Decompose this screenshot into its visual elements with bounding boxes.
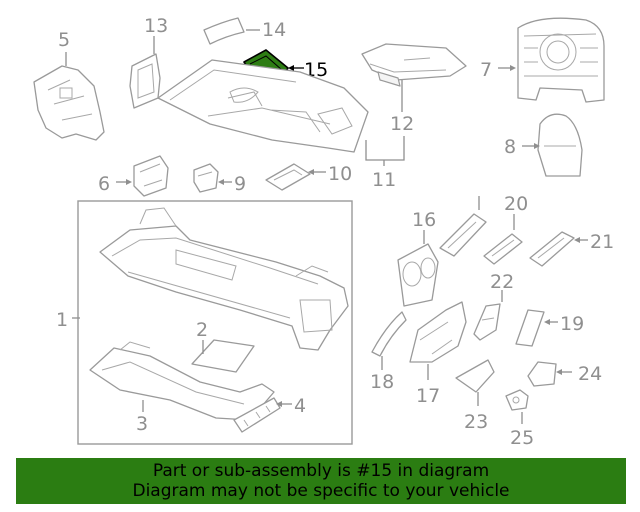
banner-line-2: Diagram may not be specific to your vehi… xyxy=(132,481,510,501)
part-6[interactable] xyxy=(133,155,169,197)
part-5[interactable] xyxy=(33,65,105,141)
part-9[interactable] xyxy=(193,163,219,193)
leader-11 xyxy=(365,136,405,161)
part-13[interactable] xyxy=(129,53,161,109)
callout-13: 13 xyxy=(144,15,168,37)
notice-banner: Part or sub-assembly is #15 in diagram D… xyxy=(16,458,626,504)
part-10[interactable] xyxy=(265,163,311,191)
callout-4: 4 xyxy=(294,395,306,417)
part-3[interactable] xyxy=(89,341,275,421)
callout-24: 24 xyxy=(578,363,602,385)
part-4[interactable] xyxy=(233,397,281,433)
callout-2: 2 xyxy=(196,319,208,341)
part-26[interactable] xyxy=(439,213,487,257)
callout-16: 16 xyxy=(412,209,436,231)
callout-3: 3 xyxy=(136,413,148,435)
arrow-10 xyxy=(308,169,314,175)
part-12[interactable] xyxy=(361,43,467,87)
callout-6: 6 xyxy=(98,173,110,195)
part-24[interactable] xyxy=(527,361,557,387)
part-14[interactable] xyxy=(203,17,245,45)
arrow-15 xyxy=(288,65,294,71)
callout-14: 14 xyxy=(262,19,286,41)
arrow-4 xyxy=(276,401,282,407)
callout-7: 7 xyxy=(480,59,492,81)
callout-5: 5 xyxy=(58,29,70,51)
part-25[interactable] xyxy=(505,389,529,411)
part-21[interactable] xyxy=(529,231,575,267)
banner-line-1: Part or sub-assembly is #15 in diagram xyxy=(152,461,490,481)
part-19[interactable] xyxy=(515,309,545,347)
arrow-6 xyxy=(126,179,132,185)
callout-18: 18 xyxy=(370,371,394,393)
callout-12: 12 xyxy=(390,113,414,135)
part-16[interactable] xyxy=(397,243,439,307)
part-18[interactable] xyxy=(371,311,407,357)
callout-21: 21 xyxy=(590,231,614,253)
callout-8: 8 xyxy=(504,136,516,158)
callout-11: 11 xyxy=(372,169,396,191)
console-top[interactable] xyxy=(157,59,369,153)
callout-22: 22 xyxy=(490,271,514,293)
arrow-8 xyxy=(534,143,540,149)
part-23[interactable] xyxy=(455,359,495,393)
part-22[interactable] xyxy=(473,303,501,341)
part-8[interactable] xyxy=(537,113,583,177)
callout-9: 9 xyxy=(234,173,246,195)
part-17[interactable] xyxy=(409,301,467,363)
parts-diagram: 5 13 14 15 12 11 xyxy=(33,15,614,449)
part-1-console-assembly[interactable] xyxy=(99,207,349,351)
callout-20: 20 xyxy=(504,193,528,215)
part-2[interactable] xyxy=(191,339,255,373)
part-20[interactable] xyxy=(483,233,523,265)
arrow-19 xyxy=(544,319,550,325)
arrow-24 xyxy=(556,369,562,375)
callout-1: 1 xyxy=(56,309,68,331)
callout-17: 17 xyxy=(416,385,440,407)
callout-23: 23 xyxy=(464,411,488,433)
part-7[interactable] xyxy=(517,17,605,103)
arrow-9 xyxy=(218,179,224,185)
callout-25: 25 xyxy=(510,427,534,449)
arrow-21 xyxy=(574,237,580,243)
callout-10: 10 xyxy=(328,163,352,185)
callout-19: 19 xyxy=(560,313,584,335)
arrow-7 xyxy=(510,65,516,71)
